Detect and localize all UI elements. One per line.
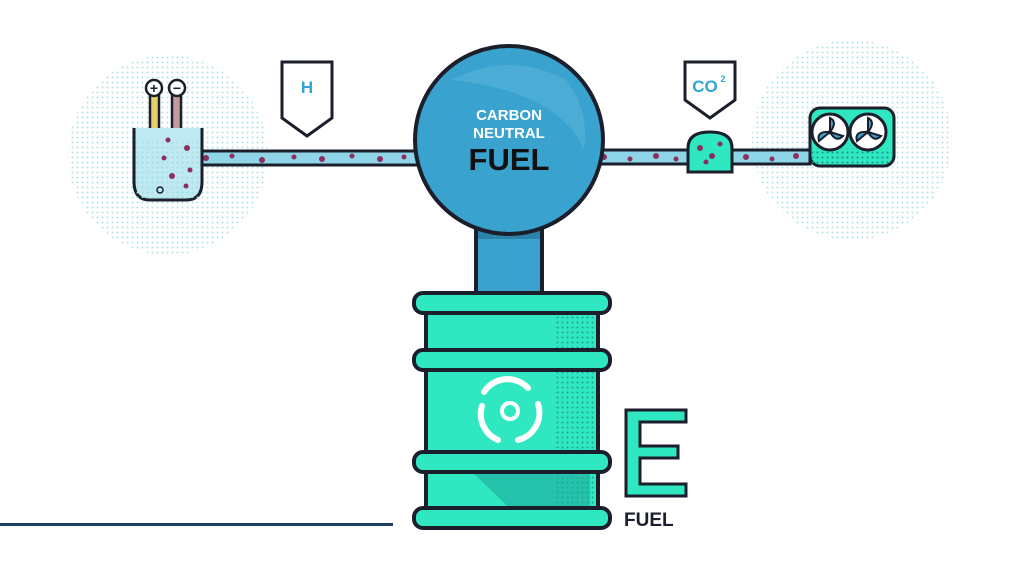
- fuel-barrel: [412, 291, 612, 530]
- efuel-letter-e: [624, 408, 688, 498]
- hydrogen-label: H: [301, 78, 313, 97]
- molecule-dots: [203, 153, 799, 163]
- co2-subscript: 2: [720, 74, 725, 84]
- sphere-line-3: FUEL: [469, 142, 550, 177]
- swirl-logo-icon: [477, 376, 543, 443]
- co2-tag: [683, 60, 737, 120]
- air-capture-fans-icon: [808, 106, 896, 168]
- compressor-icon: [686, 130, 734, 174]
- progress-underline: [0, 523, 393, 526]
- hydrogen-pipe: [190, 149, 422, 167]
- hydrogen-tag: [280, 60, 334, 138]
- negative-terminal: −: [173, 80, 181, 96]
- sphere-shade: [452, 65, 586, 150]
- positive-terminal: +: [150, 80, 158, 96]
- co2-label: CO: [692, 77, 718, 96]
- sphere-line-2: NEUTRAL: [473, 125, 545, 142]
- electrolysis-beaker-icon: [132, 78, 204, 202]
- efuel-word: FUEL: [624, 510, 674, 531]
- sphere-line-1: CARBON: [476, 107, 542, 124]
